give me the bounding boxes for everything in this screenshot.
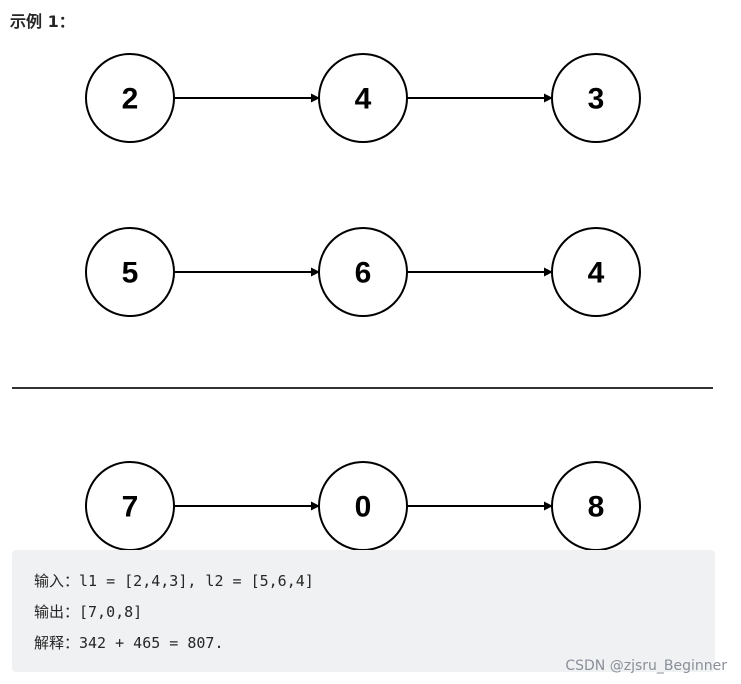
- linked-list-diagram: 2 4 3 5 6 4 7 0 8: [12, 53, 713, 551]
- list-row-l2: 5 6 4: [85, 227, 641, 317]
- watermark: CSDN @zjsru_Beginner: [565, 658, 727, 674]
- example-heading: 示例 1：: [10, 12, 75, 31]
- node-value-label: 4: [588, 257, 605, 290]
- output-line: 输出：[7,0,8]: [34, 603, 143, 621]
- node-value-label: 6: [355, 257, 372, 290]
- node-value-label: 4: [355, 83, 372, 116]
- list-row-l1: 2 4 3: [85, 53, 641, 143]
- list-node: [551, 227, 641, 317]
- node-value-label: 2: [122, 83, 139, 116]
- list-node: [551, 53, 641, 143]
- node-value-label: 5: [122, 257, 139, 290]
- list-row-result: 7 0 8: [85, 461, 641, 551]
- node-value-label: 0: [355, 491, 372, 524]
- node-value-label: 3: [588, 83, 605, 116]
- node-value-label: 8: [588, 491, 605, 524]
- example-code-block: 输入：l1 = [2,4,3], l2 = [5,6,4] 输出：[7,0,8]…: [12, 550, 715, 672]
- explanation-line: 解释：342 + 465 = 807.: [34, 634, 224, 652]
- node-value-label: 7: [122, 491, 139, 524]
- input-line: 输入：l1 = [2,4,3], l2 = [5,6,4]: [34, 572, 314, 590]
